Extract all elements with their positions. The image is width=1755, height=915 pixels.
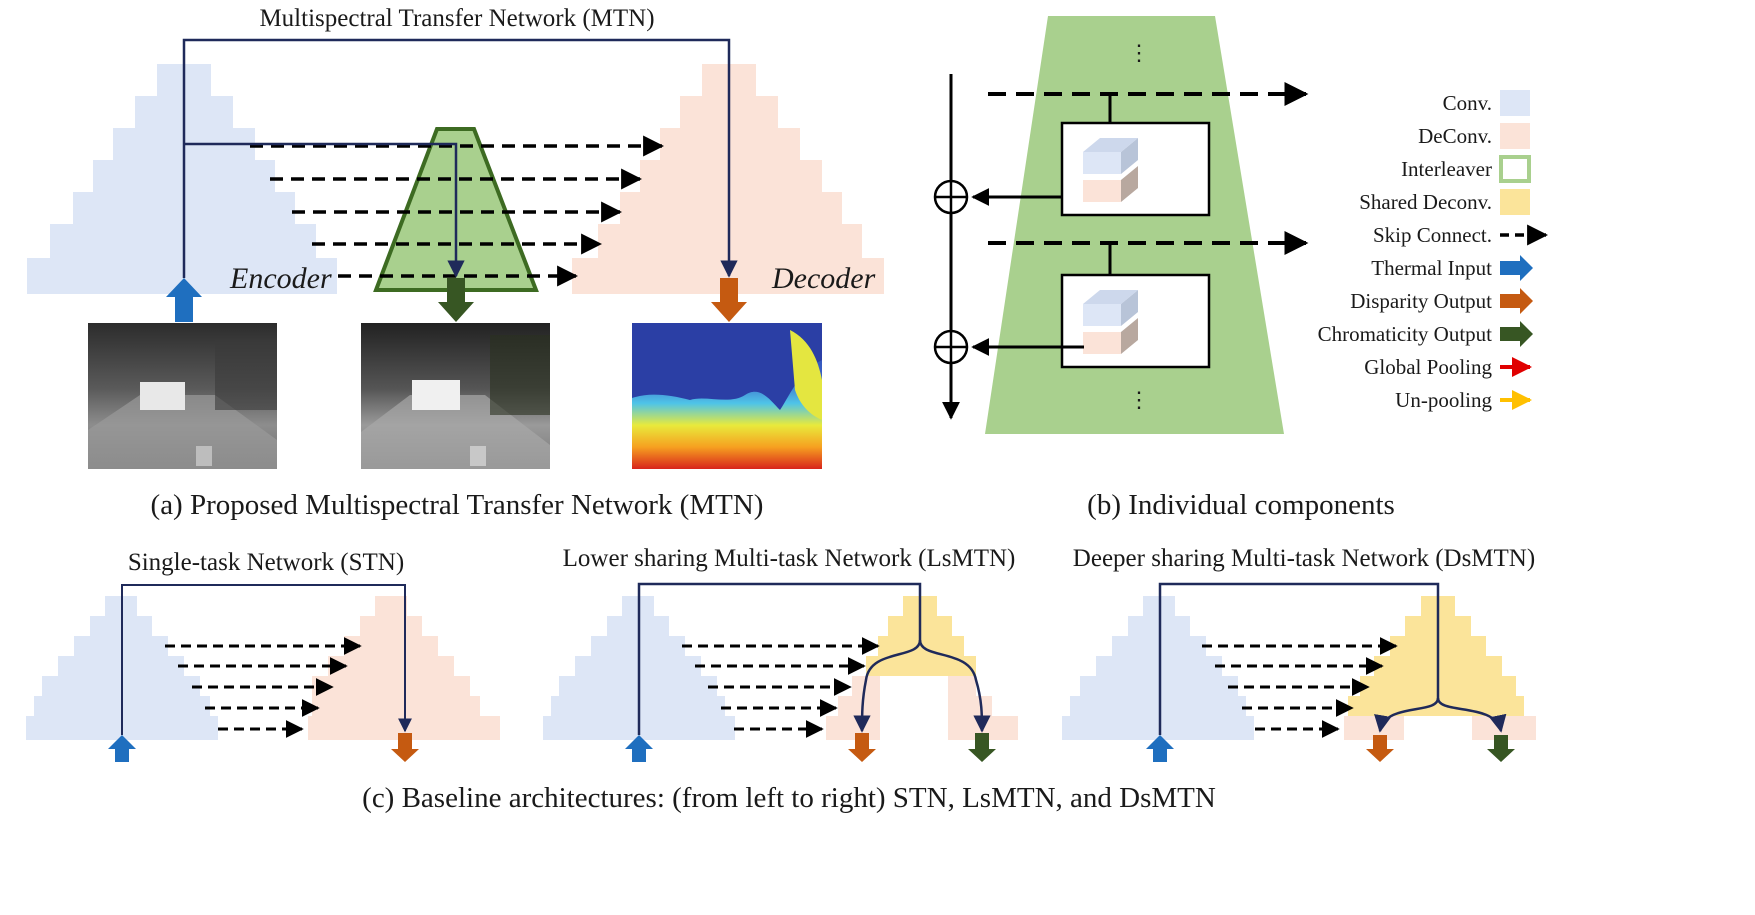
- dsmtn-title: Deeper sharing Multi-task Network (DsMTN…: [1073, 545, 1535, 572]
- legend-conv-label: Conv.: [1443, 91, 1492, 115]
- legend-shared-deconv-swatch: [1500, 189, 1530, 215]
- legend-unpooling-label: Un-pooling: [1395, 388, 1492, 412]
- stn-diagram: Single-task Network (STN): [26, 549, 500, 762]
- disparity-output-image: [632, 323, 822, 469]
- legend: Conv. DeConv. Interleaver Shared Deconv.…: [1318, 90, 1549, 412]
- legend-global-pooling-label: Global Pooling: [1364, 355, 1492, 379]
- lsmtn-diagram: Lower sharing Multi-task Network (LsMTN): [543, 545, 1018, 762]
- panel-b-caption: (b) Individual components: [1087, 489, 1395, 521]
- legend-disparity-arrow: [1500, 288, 1533, 314]
- legend-conv-swatch: [1500, 90, 1530, 116]
- legend-chromaticity-arrow: [1500, 321, 1533, 347]
- chromaticity-output-arrow: [438, 278, 474, 322]
- mtn-links: [182, 38, 738, 278]
- legend-interleaver-label: Interleaver: [1401, 157, 1492, 181]
- panel-c-caption: (c) Baseline architectures: (from left t…: [362, 782, 1216, 814]
- interleaver-unit-2: [971, 243, 1211, 369]
- legend-thermal-arrow: [1500, 255, 1533, 281]
- panel-a: Multispectral Transfer Network (MTN): [27, 5, 884, 521]
- interleaver-skip-connections: [988, 82, 1309, 255]
- disparity-output-arrow: [711, 278, 747, 322]
- mtn-title: Multispectral Transfer Network (MTN): [259, 5, 654, 32]
- legend-chromaticity-label: Chromaticity Output: [1318, 322, 1493, 346]
- legend-disparity-label: Disparity Output: [1350, 289, 1492, 313]
- encoder-label: Encoder: [229, 262, 332, 295]
- dsmtn-diagram: Deeper sharing Multi-task Network (DsMTN…: [1062, 545, 1536, 762]
- legend-thermal-label: Thermal Input: [1371, 256, 1492, 280]
- legend-deconv-label: DeConv.: [1418, 124, 1492, 148]
- legend-shared-deconv-label: Shared Deconv.: [1359, 190, 1492, 214]
- decoder-label: Decoder: [771, 262, 876, 295]
- thermal-input-arrow: [166, 278, 202, 322]
- legend-deconv-swatch: [1500, 123, 1530, 149]
- panel-c: Single-task Network (STN): [26, 545, 1536, 814]
- encoder-block: [27, 64, 337, 294]
- legend-interleaver-swatch: [1499, 155, 1531, 183]
- ellipsis-bottom: ⋮: [1128, 387, 1150, 412]
- thermal-input-image: [88, 323, 277, 469]
- residual-path: [933, 74, 969, 420]
- chromaticity-output-image: [361, 323, 550, 469]
- ellipsis-top: ⋮: [1128, 40, 1150, 65]
- panel-a-caption: (a) Proposed Multispectral Transfer Netw…: [151, 489, 764, 521]
- legend-skip-label: Skip Connect.: [1373, 223, 1492, 247]
- skip-connections: [250, 135, 665, 287]
- panel-b: ⋮ ⋮: [933, 16, 1549, 521]
- lsmtn-title: Lower sharing Multi-task Network (LsMTN): [563, 545, 1016, 572]
- interleaver-unit-1: [971, 94, 1211, 217]
- interleaver-detail-block: [985, 16, 1284, 434]
- stn-title: Single-task Network (STN): [128, 549, 404, 576]
